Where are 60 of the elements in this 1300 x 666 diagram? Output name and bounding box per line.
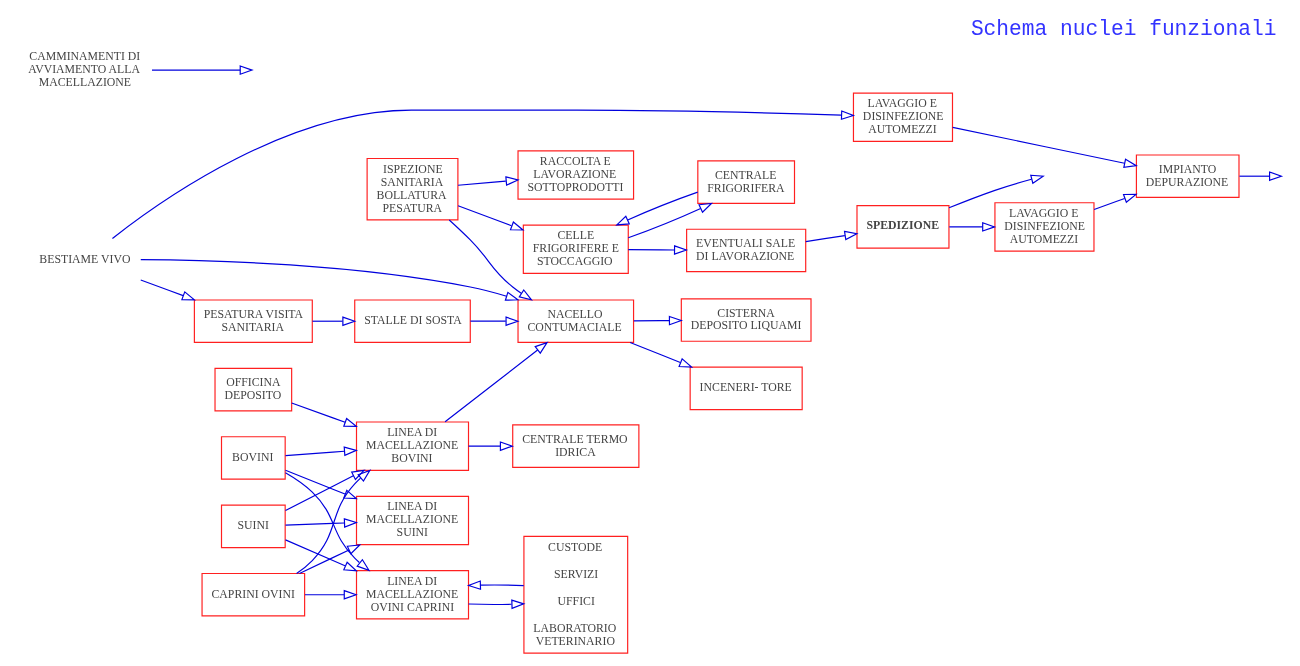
node-box: LAVAGGIO E DISINFEZIONE AUTOMEZZI	[852, 92, 953, 142]
node-box: CENTRALE TERMO IDRICA	[511, 424, 639, 468]
node-box: STALLE DI SOSTA	[353, 299, 471, 343]
node-box: SUINI	[220, 504, 286, 549]
node-box: PESATURA VISITA SANITARIA	[193, 299, 313, 343]
node-text: CAMMINAMENTI DI AVVIAMENTO ALLA MACELLAZIONE	[27, 49, 140, 89]
arrow	[627, 245, 688, 255]
arrow	[804, 230, 859, 243]
node-box: RACCOLTA E LAVORAZIONE SOTTOPRODOTTI	[516, 150, 634, 200]
arrow	[284, 472, 370, 572]
arrow	[295, 469, 371, 575]
node-box: INCENERI- TORE	[689, 366, 803, 411]
node-box: IMPIANTO DEPURAZIONE	[1135, 154, 1240, 198]
arrow	[311, 316, 356, 327]
arrow	[948, 174, 1045, 209]
node-box: LINEA DI MACELLAZIONE BOVINI	[355, 421, 469, 471]
arrow	[1093, 193, 1138, 211]
arrow	[284, 446, 358, 457]
node-box: LINEA DI MACELLAZIONE OVINI CAPRINI	[355, 570, 469, 620]
arrow	[139, 258, 520, 301]
arrow	[627, 202, 713, 239]
node-box: EVENTUALI SALE DI LAVORAZIONE	[685, 228, 806, 273]
arrow	[629, 341, 693, 368]
arrow	[467, 441, 514, 452]
arrow	[1238, 171, 1283, 182]
arrow	[614, 191, 698, 226]
arrow	[457, 205, 525, 231]
node-box: CELLE FRIGORIFERE E STOCCAGGIO	[522, 224, 629, 275]
arrow	[467, 599, 525, 610]
arrow	[111, 109, 855, 240]
node-box: NACELLO CONTUMACIALE	[516, 299, 634, 343]
node-box: LINEA DI MACELLAZIONE SUINI	[355, 495, 469, 546]
arrow	[632, 315, 683, 326]
arrow	[284, 469, 366, 512]
node-box: CAPRINI OVINI	[200, 572, 305, 617]
arrow	[150, 65, 254, 76]
arrow	[284, 518, 358, 528]
arrow	[951, 126, 1138, 169]
node-box: CENTRALE FRIGORIFERA	[696, 160, 795, 204]
arrow	[469, 316, 520, 327]
arrow	[284, 469, 358, 500]
node-text: BESTIAME VIVO	[38, 251, 130, 266]
arrow	[448, 219, 533, 301]
arrow	[139, 279, 196, 301]
arrow	[466, 580, 524, 591]
node-box: LAVAGGIO E DISINFEZIONE AUTOMEZZI	[993, 202, 1095, 252]
arrow	[303, 589, 358, 600]
node-box: ISPEZIONE SANITARIA BOLLATURA PESATURA	[366, 157, 458, 221]
arrow	[290, 402, 358, 427]
arrow	[284, 539, 358, 572]
arrow	[444, 341, 548, 423]
diagram-title: Schema nuclei funzionali	[970, 16, 1277, 41]
node-box: BOVINI	[220, 436, 286, 480]
node-box: CUSTODE SERVIZI UFFICI LABORATORIO VETERINARIO	[522, 535, 628, 654]
node-box: CISTERNA DEPOSITO LIQUAMI	[680, 298, 812, 342]
arrow	[457, 176, 520, 187]
arrow	[298, 544, 361, 575]
node-box: OFFICINA DEPOSITO	[213, 367, 292, 412]
arrow	[948, 221, 996, 232]
node-box: SPEDIZIONE	[855, 205, 950, 249]
